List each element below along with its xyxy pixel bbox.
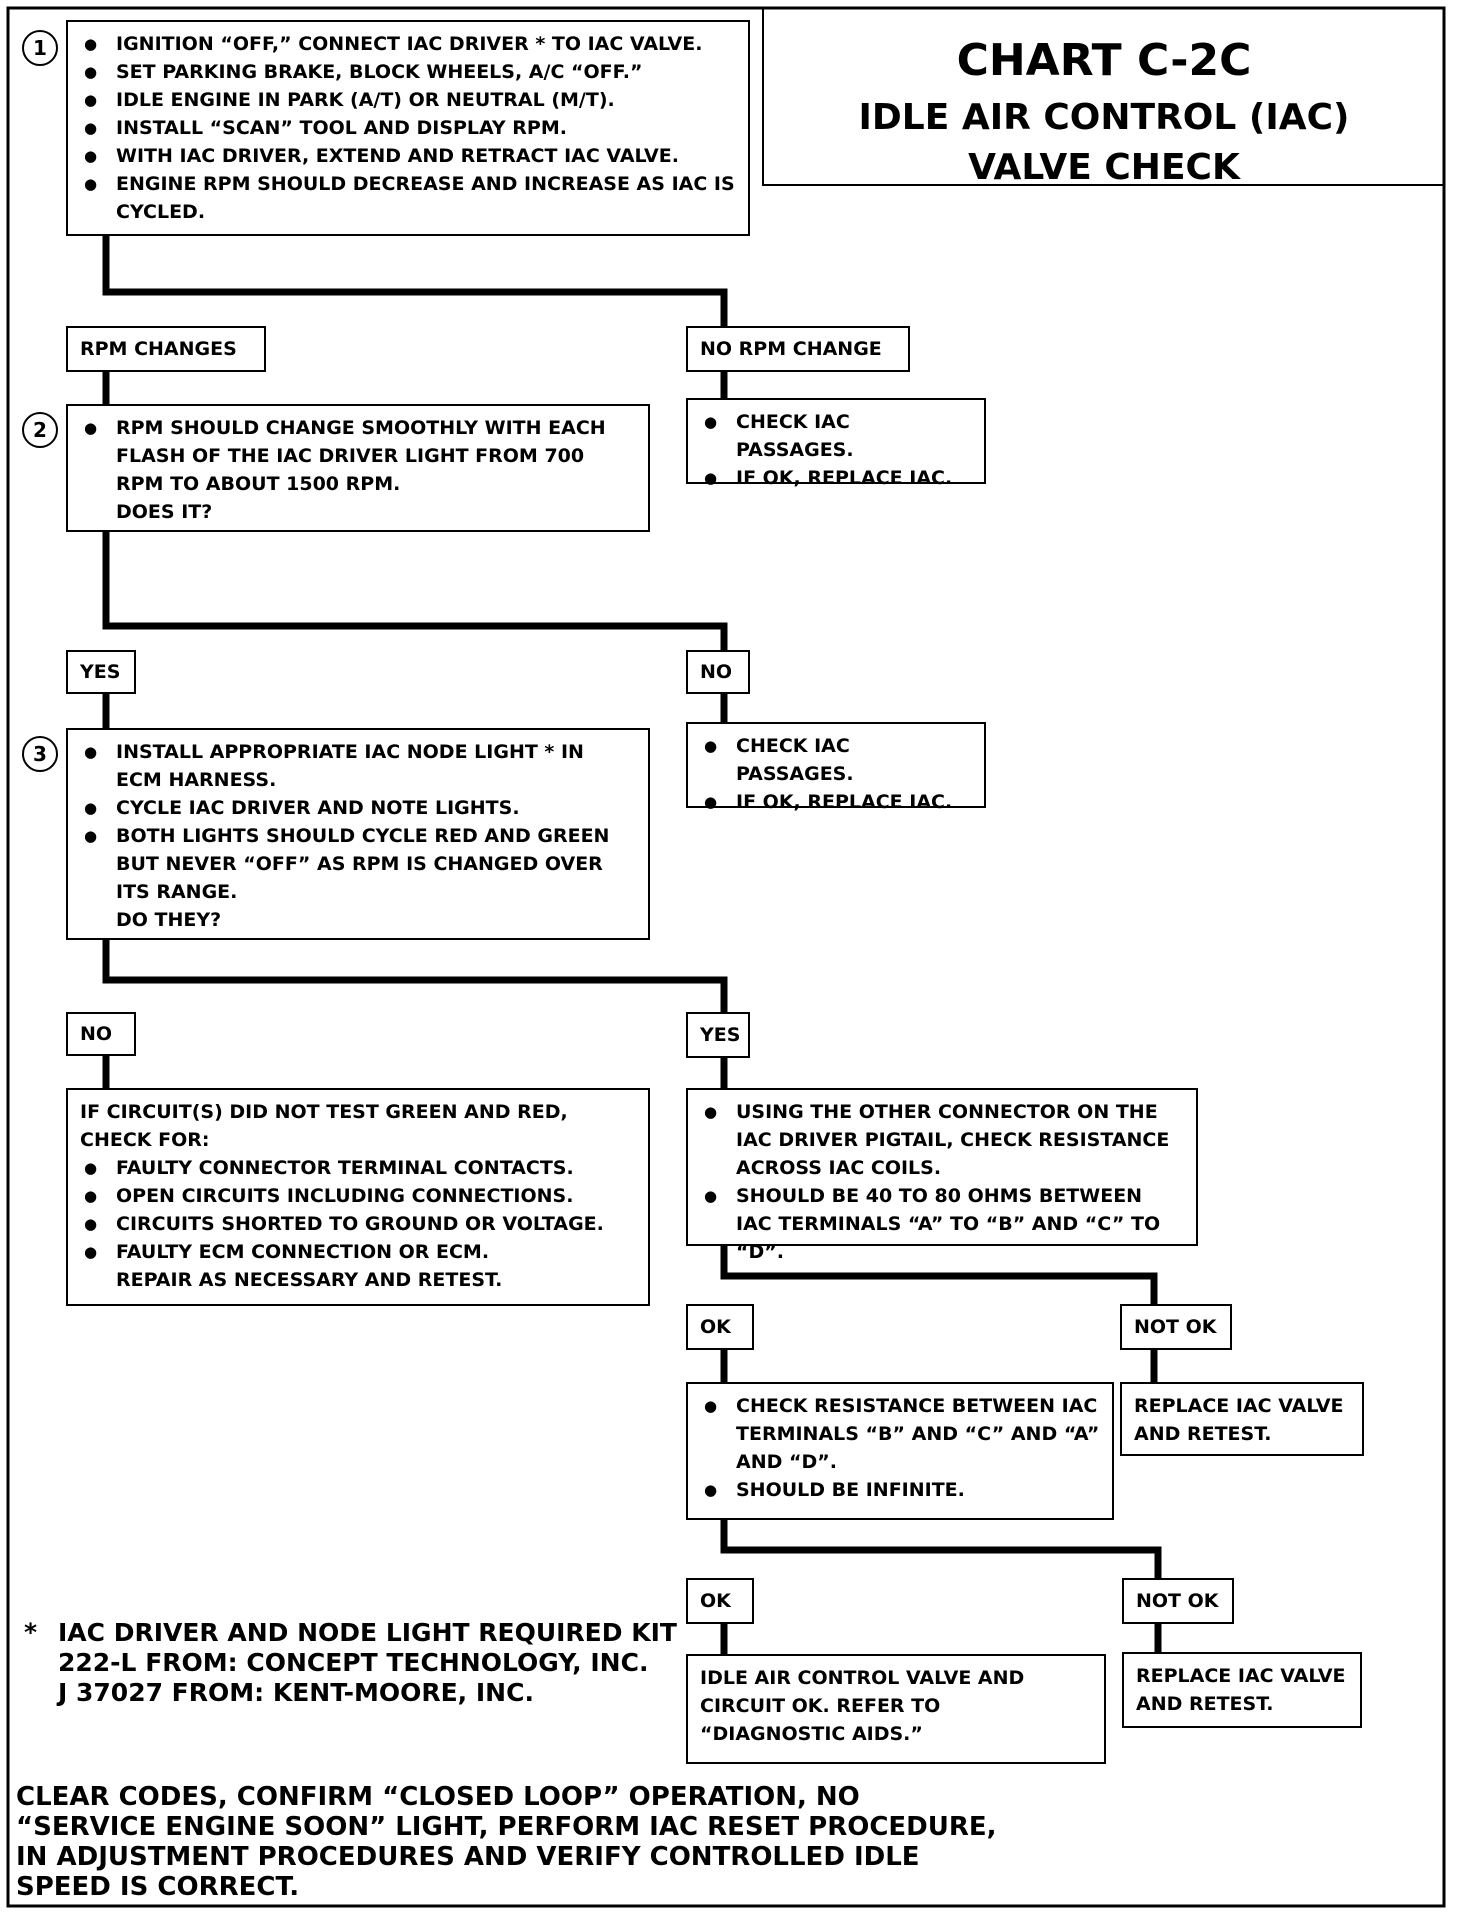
step-3-item: BOTH LIGHTS SHOULD CYCLE RED AND GREEN B… xyxy=(80,822,636,906)
step-number-3: 3 xyxy=(22,736,58,772)
footer-instructions: CLEAR CODES, CONFIRM “CLOSED LOOP” OPERA… xyxy=(16,1782,997,1902)
chart-number: CHART C-2C xyxy=(956,35,1252,86)
label-not-ok: NOT OK xyxy=(1120,1304,1232,1350)
step-3-item: INSTALL APPROPRIATE IAC NODE LIGHT * IN … xyxy=(80,738,636,794)
infinite-check-box: CHECK RESISTANCE BETWEEN IAC TERMINALS “… xyxy=(686,1382,1114,1520)
step-1-item: ENGINE RPM SHOULD DECREASE AND INCREASE … xyxy=(80,170,736,226)
check-passages-item: CHECK IAC PASSAGES. xyxy=(700,732,972,788)
chart-title-block: CHART C-2C IDLE AIR CONTROL (IAC) VALVE … xyxy=(762,8,1444,188)
step-1-item: SET PARKING BRAKE, BLOCK WHEELS, A/C “OF… xyxy=(80,58,736,86)
connector-step1-branch xyxy=(102,288,728,330)
label-no-rpm-change: NO RPM CHANGE xyxy=(686,326,910,372)
label-ok: OK xyxy=(686,1578,754,1624)
connector-step2-branch xyxy=(102,622,728,654)
asterisk-marker: * xyxy=(24,1618,38,1647)
label-rpm-changes: RPM CHANGES xyxy=(66,326,266,372)
circuit-check-intro: IF CIRCUIT(S) DID NOT TEST GREEN AND RED… xyxy=(80,1101,568,1151)
kit-note-text: IAC DRIVER AND NODE LIGHT REQUIRED KIT 2… xyxy=(58,1618,677,1707)
kit-note: * IAC DRIVER AND NODE LIGHT REQUIRED KIT… xyxy=(24,1618,677,1708)
circuit-check-item: FAULTY CONNECTOR TERMINAL CONTACTS. xyxy=(80,1154,636,1182)
resistance-check-box: USING THE OTHER CONNECTOR ON THE IAC DRI… xyxy=(686,1088,1198,1263)
step-3-box: INSTALL APPROPRIATE IAC NODE LIGHT * IN … xyxy=(66,728,650,940)
step-3-item: CYCLE IAC DRIVER AND NOTE LIGHTS. xyxy=(80,794,636,822)
check-passages-item: CHECK IAC PASSAGES. xyxy=(700,408,972,464)
step-1-item: INSTALL “SCAN” TOOL AND DISPLAY RPM. xyxy=(80,114,736,142)
circuit-check-item: CIRCUITS SHORTED TO GROUND OR VOLTAGE. xyxy=(80,1210,636,1238)
check-passages-box-1: CHECK IAC PASSAGES. IF OK, REPLACE IAC. xyxy=(686,398,986,492)
step-2-question: DOES IT? xyxy=(116,501,213,523)
chart-title-line: IDLE AIR CONTROL (IAC) xyxy=(858,97,1350,138)
check-passages-box-2: CHECK IAC PASSAGES. IF OK, REPLACE IAC. xyxy=(686,722,986,816)
connector-infinite-branch xyxy=(720,1546,1162,1582)
resistance-check-item: USING THE OTHER CONNECTOR ON THE IAC DRI… xyxy=(700,1098,1184,1182)
valve-ok-box: IDLE AIR CONTROL VALVE AND CIRCUIT OK. R… xyxy=(686,1654,1106,1764)
outer-frame xyxy=(6,6,1446,1908)
label-ok: OK xyxy=(686,1304,754,1350)
label-yes: YES xyxy=(66,650,136,694)
step-1-item: IDLE ENGINE IN PARK (A/T) OR NEUTRAL (M/… xyxy=(80,86,736,114)
step-1-item: IGNITION “OFF,” CONNECT IAC DRIVER * TO … xyxy=(80,30,736,58)
circuit-check-box: IF CIRCUIT(S) DID NOT TEST GREEN AND RED… xyxy=(66,1088,650,1306)
resistance-check-item: SHOULD BE 40 TO 80 OHMS BETWEEN IAC TERM… xyxy=(700,1182,1184,1266)
replace-valve-box-2: REPLACE IAC VALVE AND RETEST. xyxy=(1122,1652,1362,1728)
step-1-item: WITH IAC DRIVER, EXTEND AND RETRACT IAC … xyxy=(80,142,736,170)
check-passages-item: IF OK, REPLACE IAC. xyxy=(700,464,972,492)
check-passages-item: IF OK, REPLACE IAC. xyxy=(700,788,972,816)
label-not-ok: NOT OK xyxy=(1122,1578,1234,1624)
circuit-check-item: OPEN CIRCUITS INCLUDING CONNECTIONS. xyxy=(80,1182,636,1210)
connector-step3-branch xyxy=(102,976,728,1016)
step-2-item: RPM SHOULD CHANGE SMOOTHLY WITH EACH FLA… xyxy=(80,414,636,498)
chart-title-line: VALVE CHECK xyxy=(968,147,1240,188)
step-3-question: DO THEY? xyxy=(116,909,222,931)
step-1-box: IGNITION “OFF,” CONNECT IAC DRIVER * TO … xyxy=(66,20,750,236)
connector-resistance-branch xyxy=(720,1272,1158,1308)
label-no: NO xyxy=(686,650,750,694)
infinite-check-item: CHECK RESISTANCE BETWEEN IAC TERMINALS “… xyxy=(700,1392,1100,1476)
infinite-check-item: SHOULD BE INFINITE. xyxy=(700,1476,1100,1504)
step-2-box: RPM SHOULD CHANGE SMOOTHLY WITH EACH FLA… xyxy=(66,404,650,532)
circuit-check-tail: REPAIR AS NECESSARY AND RETEST. xyxy=(116,1269,503,1291)
label-yes: YES xyxy=(686,1012,750,1058)
label-no: NO xyxy=(66,1012,136,1056)
step-number-2: 2 xyxy=(22,412,58,448)
step-number-1: 1 xyxy=(22,30,58,66)
circuit-check-item: FAULTY ECM CONNECTION OR ECM. xyxy=(80,1238,636,1266)
replace-valve-box-1: REPLACE IAC VALVE AND RETEST. xyxy=(1120,1382,1364,1456)
